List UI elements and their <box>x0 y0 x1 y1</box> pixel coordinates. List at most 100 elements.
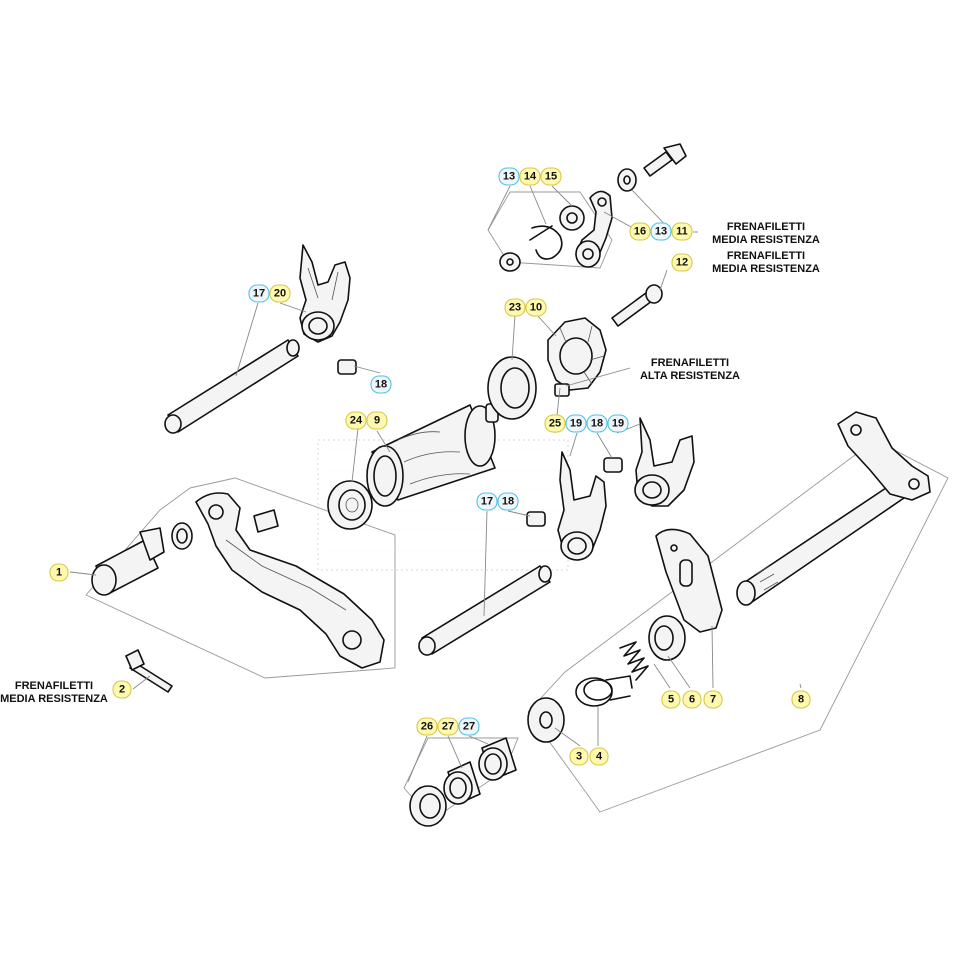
shift-cam <box>547 317 607 391</box>
badge-16: 16 <box>629 222 651 241</box>
badge-27-a: 27 <box>437 717 459 736</box>
badge-14: 14 <box>519 167 541 186</box>
detent-screw-washer <box>617 168 637 192</box>
detent-spring <box>529 225 563 260</box>
shift-shaft <box>736 411 931 606</box>
badge-18-c: 18 <box>497 492 519 511</box>
badge-4: 4 <box>589 747 609 766</box>
svg-text:2: 2 <box>119 684 125 696</box>
svg-text:11: 11 <box>676 226 688 238</box>
svg-text:27: 27 <box>463 721 475 733</box>
badge-2: 2 <box>112 680 132 699</box>
badge-13-b: 13 <box>650 222 672 241</box>
detent-bushing <box>559 205 585 231</box>
svg-text:27: 27 <box>442 721 454 733</box>
return-spring <box>575 675 633 707</box>
svg-text:18: 18 <box>375 379 387 391</box>
badge-19-b: 19 <box>607 414 629 433</box>
needle-bushing-a <box>443 761 481 805</box>
drum-bearing-right <box>487 356 537 420</box>
badge-8: 8 <box>791 690 811 709</box>
svg-text:7: 7 <box>710 694 716 706</box>
oil-seal <box>409 785 447 827</box>
badge-25: 25 <box>544 414 566 433</box>
badge-18-b: 18 <box>586 414 608 433</box>
shift-fork-lower-left <box>557 451 607 561</box>
svg-text:4: 4 <box>596 751 603 763</box>
svg-text:14: 14 <box>524 171 537 183</box>
roller-pin-upper <box>337 359 357 375</box>
reference-badges: 1 2 3 4 5 6 7 8 9 10 11 12 13 13 14 15 1… <box>49 167 811 766</box>
group-outline-gear-pedal <box>85 477 396 679</box>
svg-text:9: 9 <box>374 415 380 427</box>
badge-26: 26 <box>416 717 438 736</box>
cam-screw-small <box>554 383 570 397</box>
badge-23: 23 <box>504 298 526 317</box>
pedal-pin <box>253 509 279 533</box>
badge-24: 24 <box>345 411 367 430</box>
shift-fork-upper <box>299 244 351 343</box>
pedal-washer <box>171 522 193 550</box>
cam-screw-long <box>611 284 663 327</box>
badge-17-a: 17 <box>248 284 270 303</box>
badge-20: 20 <box>269 284 291 303</box>
selector-bushing <box>648 615 686 661</box>
svg-text:1: 1 <box>56 567 62 579</box>
svg-text:26: 26 <box>421 721 433 733</box>
svg-text:25: 25 <box>549 418 561 430</box>
group-outline-shift-shaft <box>527 439 949 813</box>
svg-text:13: 13 <box>655 226 667 238</box>
badge-15: 15 <box>540 167 562 186</box>
badge-18-a: 18 <box>370 375 392 394</box>
leader-lines <box>69 185 802 783</box>
roller-pin-lower-b <box>526 511 546 527</box>
needle-bushing-b <box>478 737 517 781</box>
svg-text:6: 6 <box>689 694 695 706</box>
fork-shaft-upper <box>164 339 300 434</box>
shift-drum <box>366 403 499 507</box>
gear-pedal <box>195 492 385 669</box>
svg-text:20: 20 <box>274 288 286 300</box>
badge-5: 5 <box>661 690 681 709</box>
shift-fork-lower-right <box>634 417 695 507</box>
detent-lever <box>575 190 613 268</box>
svg-text:18: 18 <box>502 496 514 508</box>
svg-text:3: 3 <box>576 751 582 763</box>
pedal-screw <box>125 649 173 693</box>
svg-text:16: 16 <box>634 226 646 238</box>
badge-13-a: 13 <box>498 167 520 186</box>
selector-plate <box>655 528 723 633</box>
svg-text:24: 24 <box>350 415 363 427</box>
pedal-pivot-bolt <box>91 527 165 596</box>
svg-text:18: 18 <box>591 418 603 430</box>
svg-text:17: 17 <box>481 496 493 508</box>
fork-shaft-lower <box>418 565 552 656</box>
detent-washer <box>499 252 521 272</box>
svg-text:8: 8 <box>798 694 804 706</box>
svg-text:5: 5 <box>668 694 674 706</box>
roller-pin-lower-a <box>603 457 623 473</box>
badge-17-b: 17 <box>476 492 498 511</box>
detent-screw <box>643 143 687 177</box>
svg-text:19: 19 <box>570 418 582 430</box>
svg-text:17: 17 <box>253 288 265 300</box>
badge-27-b: 27 <box>458 717 480 736</box>
svg-text:15: 15 <box>545 171 557 183</box>
badge-10: 10 <box>525 298 547 317</box>
svg-text:19: 19 <box>612 418 624 430</box>
badge-1: 1 <box>49 563 69 582</box>
badge-12: 12 <box>671 253 693 272</box>
badge-6: 6 <box>682 690 702 709</box>
badge-11: 11 <box>671 222 693 241</box>
badge-19-a: 19 <box>565 414 587 433</box>
svg-text:12: 12 <box>676 257 688 269</box>
svg-text:13: 13 <box>503 171 515 183</box>
